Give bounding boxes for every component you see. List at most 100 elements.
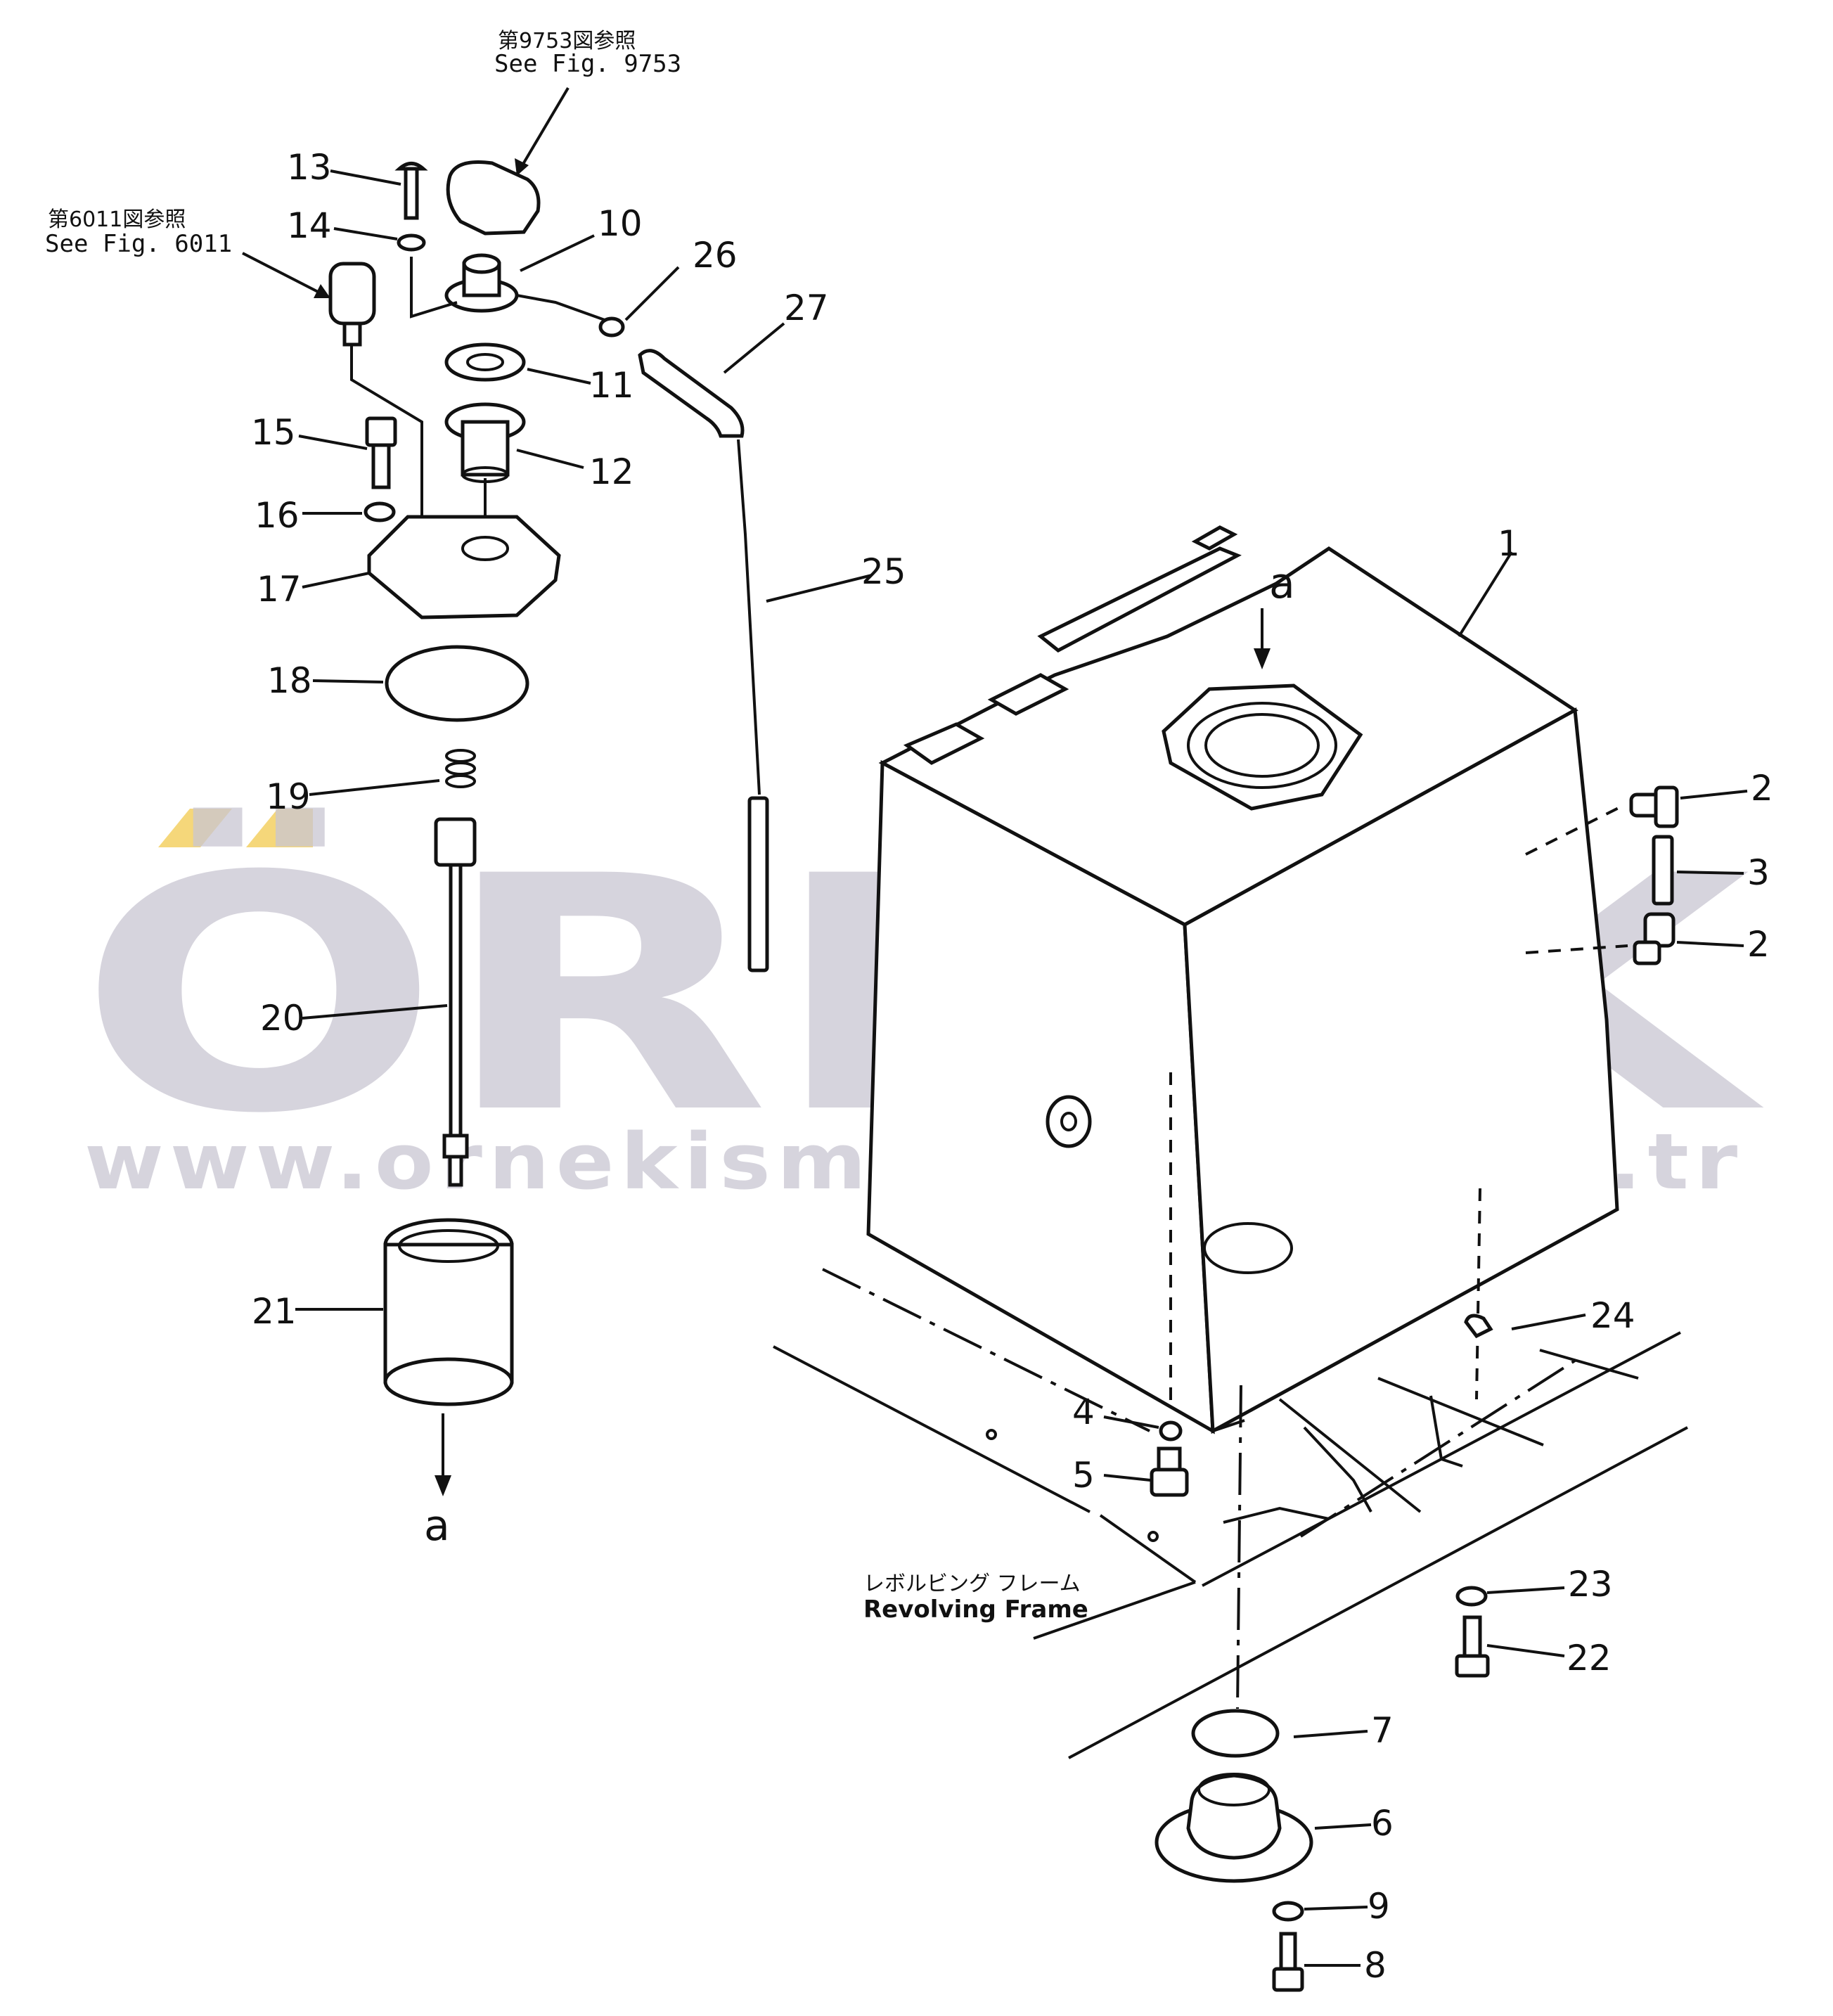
bolt-8-head [1272,1967,1304,1992]
chain-10 [516,294,605,321]
tank-arrowhead-a [1254,648,1271,669]
leader-27 [723,322,785,374]
bolt-8-shank [1279,1932,1297,1975]
rod-20-thread [448,1155,463,1187]
label-part-20: 20 [260,998,305,1039]
label-part-1: 1 [1498,523,1520,564]
rod-20-top [434,817,477,867]
leader-24 [1511,1314,1586,1330]
marker-a-top: a [1269,559,1295,608]
label-part-7: 7 [1371,1710,1394,1751]
washer-16 [364,501,396,522]
leader-20 [302,1004,448,1020]
strainer-neck-10-top [462,253,501,274]
bolt-13-shank [404,167,419,220]
leader-14 [333,227,398,240]
spring-19 [445,749,476,788]
label-part-8: 8 [1364,1945,1387,1986]
gasket-11-inner [466,353,504,371]
label-part-10: 10 [598,203,643,244]
dash-2-lower [1525,944,1628,954]
neck-lead [410,257,458,319]
washer-14 [397,233,426,252]
filter-21-bottom [383,1357,514,1406]
leader-2a [1680,790,1748,800]
label-part-12: 12 [589,451,634,492]
label-part-24: 24 [1590,1295,1635,1336]
label-part-18: 18 [267,660,312,701]
label-part-21: 21 [252,1291,297,1332]
bolt-15-head [365,416,397,447]
leader-26 [624,266,680,321]
leader-9 [1304,1906,1368,1911]
leader-3 [1676,871,1744,875]
bolt-22-shank [1462,1615,1482,1662]
label-part-5: 5 [1072,1455,1095,1496]
bolt-22-head [1455,1654,1490,1678]
cover-plate-17 [367,515,561,619]
washer-23 [1455,1586,1488,1607]
frame-label-jp: レボルビング フレーム [863,1572,1081,1596]
label-part-17: 17 [257,569,302,610]
strainer-12 [461,420,510,477]
ref-6011-jp: 第6011図参照 [48,207,186,232]
label-part-19: 19 [266,776,311,817]
washer-9 [1272,1901,1304,1922]
label-part-6: 6 [1371,1803,1394,1844]
hydraulic-tank-1 [866,525,1619,1434]
leader-12 [516,449,584,469]
marker-a-bottom: a [424,1501,450,1550]
leader-23 [1486,1586,1565,1594]
label-part-15: 15 [251,412,296,453]
elbow-2-upper-body [1654,785,1679,828]
label-part-26: 26 [693,235,738,276]
watermark-accent-left [158,809,232,847]
hose-3 [1652,835,1674,906]
leader-18 [312,679,384,683]
leader-19 [309,779,440,796]
clip-26 [598,316,625,338]
leader-5 [1103,1474,1151,1482]
ref-6011-arrowhead [314,284,330,298]
label-part-25: 25 [861,551,906,592]
leader-22 [1486,1644,1565,1657]
leader-4 [1103,1415,1159,1429]
label-part-9: 9 [1368,1886,1390,1927]
plug-5 [1150,1468,1189,1497]
bolt-15-shank [371,443,391,489]
leader-10 [520,234,595,272]
label-part-13: 13 [287,147,332,188]
dipstick-25 [737,439,761,795]
watermark-accent-right [246,809,313,847]
elbow-2-lower-nozzle [1633,940,1661,965]
center-axis [1236,1385,1242,1709]
breather-stem [342,321,362,347]
leader-17 [302,572,370,589]
dash-2-upper [1525,804,1625,856]
label-part-16: 16 [255,495,300,536]
label-part-11: 11 [589,365,634,406]
leader-11 [527,368,591,385]
rod-20 [449,863,463,1138]
filler-cap [446,160,541,236]
ref-9753-jp: 第9753図参照 [498,29,636,53]
label-part-4: 4 [1072,1392,1095,1432]
leader-13 [330,169,401,186]
cover-plate-17-hole [461,536,509,561]
label-part-23: 23 [1568,1564,1613,1605]
filter-arrowhead [435,1475,451,1496]
filter-21-inner [398,1229,499,1263]
ref-9753-arrow [519,86,570,170]
revolving-frame [773,1268,1688,1759]
o-ring-18 [385,645,529,722]
o-ring-7 [1191,1709,1280,1758]
label-part-2b: 2 [1747,924,1770,965]
ref-9753-arrowhead [515,158,529,176]
leader-15 [298,435,368,450]
cover-6 [1186,1773,1282,1860]
label-part-22: 22 [1567,1638,1612,1678]
breather-lead [350,345,423,517]
leader-1 [1458,551,1513,638]
frame-label-en: Revolving Frame [863,1596,1088,1624]
